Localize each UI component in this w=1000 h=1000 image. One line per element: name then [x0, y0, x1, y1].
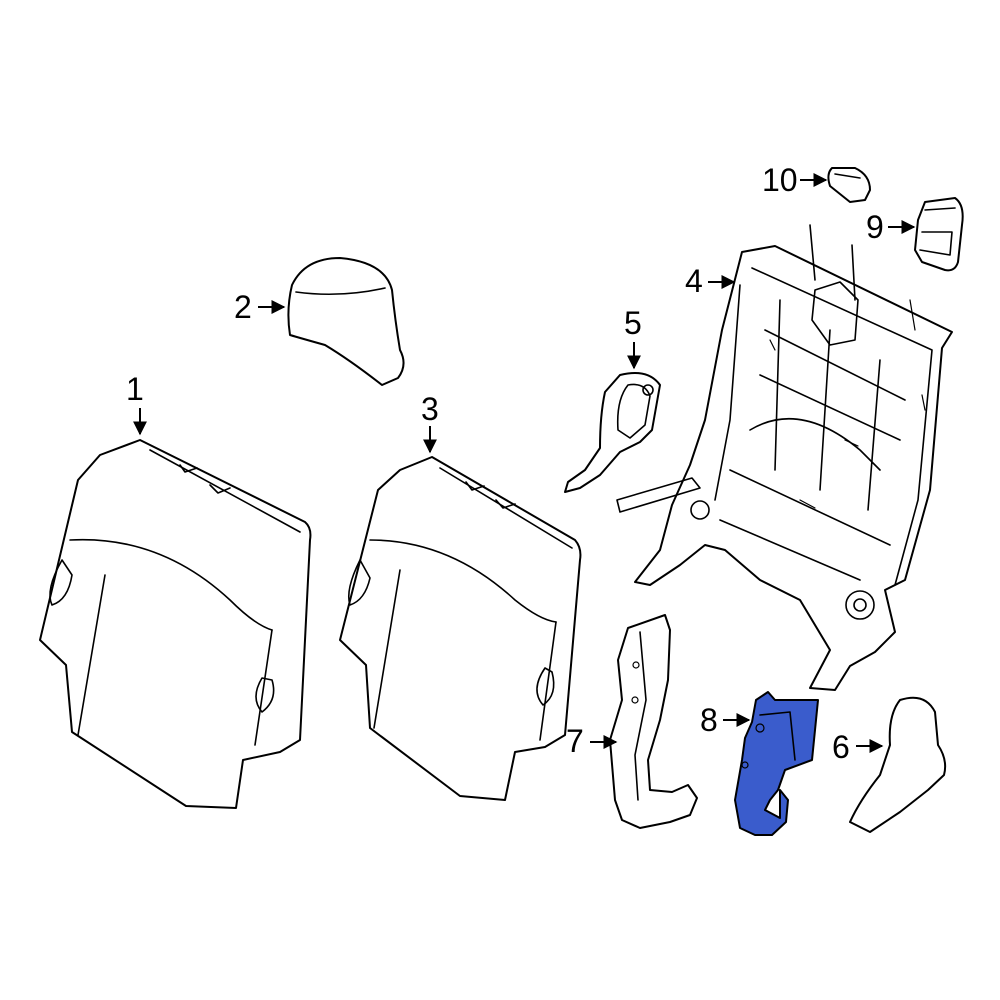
part-1-seat-back-left [39, 439, 312, 809]
callout-label-5: 5 [624, 305, 642, 341]
part-6-side-trim [849, 696, 947, 833]
callout-label-7: 7 [566, 723, 584, 759]
part-10-release-button [827, 167, 871, 203]
callout-5: 5 [624, 305, 642, 370]
part-5-hinge-cover [564, 372, 661, 493]
callout-label-10: 10 [762, 162, 798, 198]
callout-2: 2 [234, 289, 286, 325]
callout-label-3: 3 [421, 391, 439, 427]
callout-7: 7 [566, 723, 618, 759]
part-4-seat-back-frame [616, 224, 953, 691]
part-8-lower-cover-highlighted [734, 691, 819, 836]
part-7-bracket-cover [609, 614, 698, 829]
callout-3: 3 [421, 391, 439, 454]
callout-label-1: 1 [126, 371, 144, 407]
callout-9: 9 [866, 209, 916, 245]
part-3-seat-back-right [339, 456, 582, 801]
callout-label-8: 8 [700, 702, 718, 738]
callout-10: 10 [762, 162, 828, 198]
callout-label-2: 2 [234, 289, 252, 325]
callout-4: 4 [685, 263, 736, 299]
callout-label-6: 6 [832, 729, 850, 765]
part-2-headrest [287, 257, 405, 386]
callout-label-9: 9 [866, 209, 884, 245]
callout-1: 1 [126, 371, 147, 436]
callout-label-4: 4 [685, 263, 703, 299]
callout-8: 8 [700, 702, 751, 738]
callout-6: 6 [832, 729, 884, 765]
part-9-adjuster-handle [914, 197, 964, 272]
